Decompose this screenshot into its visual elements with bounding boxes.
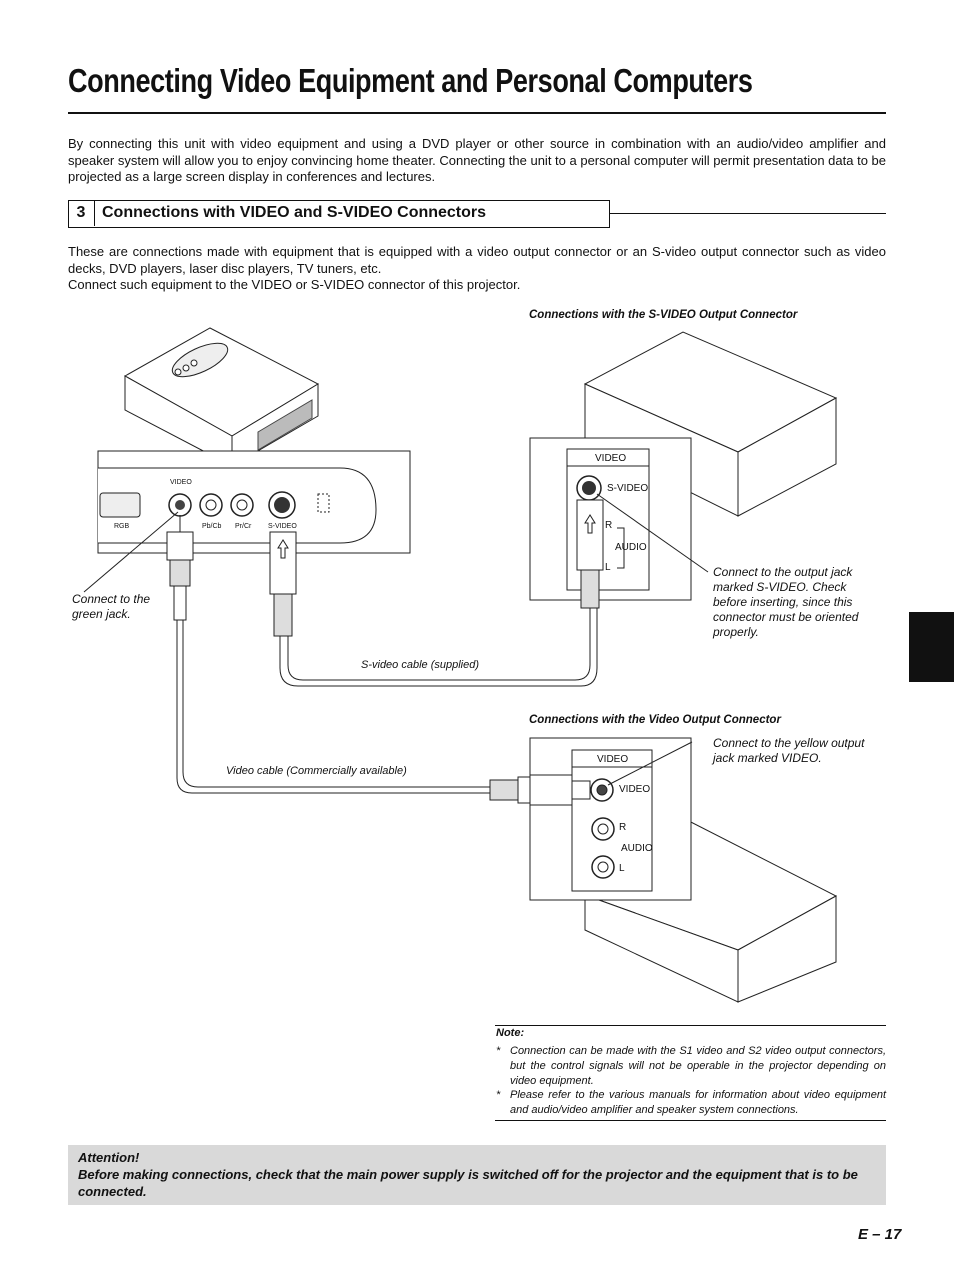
note-bullet: * [496, 1089, 501, 1101]
svideo-cable-path [279, 608, 598, 687]
page-title: Connecting Video Equipment and Personal … [68, 62, 753, 99]
panel-label-video: VIDEO [170, 479, 192, 486]
section-body: These are connections made with equipmen… [68, 244, 886, 294]
title-rule [68, 112, 886, 114]
projector-illustration [123, 327, 320, 467]
svideo-leader [596, 493, 709, 573]
svideo-box-label-video: VIDEO [595, 453, 627, 464]
note-item: * Please refer to the various manuals fo… [496, 1088, 886, 1118]
note-item-text: Connection can be made with the S1 video… [510, 1045, 886, 1088]
section-title: Connections with VIDEO and S-VIDEO Conne… [102, 204, 487, 221]
section-rule [610, 213, 886, 214]
video-box-label-r: R [619, 822, 627, 833]
svideo-jack-note: Connect to the output jack marked S-VIDE… [713, 565, 893, 640]
section-body-2: Connect such equipment to the VIDEO or S… [68, 277, 521, 292]
note-item-text: Please refer to the various manuals for … [510, 1089, 886, 1117]
yellow-note-line: Connect to the yellow output [713, 736, 865, 750]
svideo-note-line: properly. [713, 625, 759, 639]
panel-label-rgb: RGB [114, 523, 130, 530]
attention-heading: Attention! [78, 1150, 140, 1165]
svideo-note-line: before inserting, since this [713, 595, 853, 609]
video-plug-device [489, 774, 614, 806]
note-heading: Note: [496, 1027, 525, 1039]
svideo-box-label-l: L [605, 562, 611, 573]
intro-paragraph: By connecting this unit with video equip… [68, 136, 887, 184]
svideo-note-line: marked S-VIDEO. Check [713, 580, 847, 594]
projector-panel [97, 450, 411, 554]
video-box-label-l: L [619, 863, 625, 874]
video-box-label-jack: VIDEO [619, 784, 651, 795]
page-number: E – 17 [858, 1226, 902, 1243]
video-box-label-video: VIDEO [597, 754, 629, 765]
note-bullet: * [496, 1045, 501, 1057]
panel-label-svideo: S-VIDEO [268, 523, 297, 530]
green-jack-note-line-2: green jack. [72, 607, 131, 621]
video-cable-label: Video cable (Commercially available) [226, 765, 407, 777]
video-caption: Connections with the Video Output Connec… [529, 714, 781, 726]
yellow-leader [607, 741, 693, 786]
section-number: 3 [68, 200, 95, 226]
video-box-label-audio: AUDIO [621, 843, 653, 854]
section-body-1: These are connections made with equipmen… [68, 244, 886, 276]
svideo-box-label-r: R [605, 520, 613, 531]
yellow-jack-note: Connect to the yellow output jack marked… [713, 736, 893, 766]
video-cable-path [176, 620, 490, 794]
chapter-tab [909, 612, 954, 682]
svideo-note-line: connector must be oriented [713, 610, 859, 624]
note-box [495, 1025, 886, 1121]
svideo-plug-device [576, 499, 604, 609]
panel-label-pbcb: Pb/Cb [202, 523, 222, 530]
green-jack-note-line-1: Connect to the [72, 592, 151, 606]
panel-label-prcr: Pr/Cr [235, 523, 252, 530]
svideo-box-label-svideo: S-VIDEO [607, 483, 649, 494]
video-plug-projector [166, 515, 194, 621]
attention-box [68, 1145, 886, 1205]
svideo-plug-projector [269, 531, 297, 637]
svideo-note-line: Connect to the output jack [713, 565, 853, 579]
svideo-caption: Connections with the S-VIDEO Output Conn… [529, 309, 798, 321]
note-item: * Connection can be made with the S1 vid… [496, 1044, 886, 1090]
green-jack-note: Connect to the green jack. [72, 592, 150, 622]
svideo-box-label-audio: AUDIO [615, 542, 647, 553]
svideo-cable-label: S-video cable (supplied) [361, 659, 480, 671]
attention-text: Before making connections, check that th… [78, 1167, 858, 1199]
yellow-note-line: jack marked VIDEO. [713, 751, 822, 765]
green-jack-leader [83, 511, 179, 593]
section-header-box [68, 200, 610, 228]
